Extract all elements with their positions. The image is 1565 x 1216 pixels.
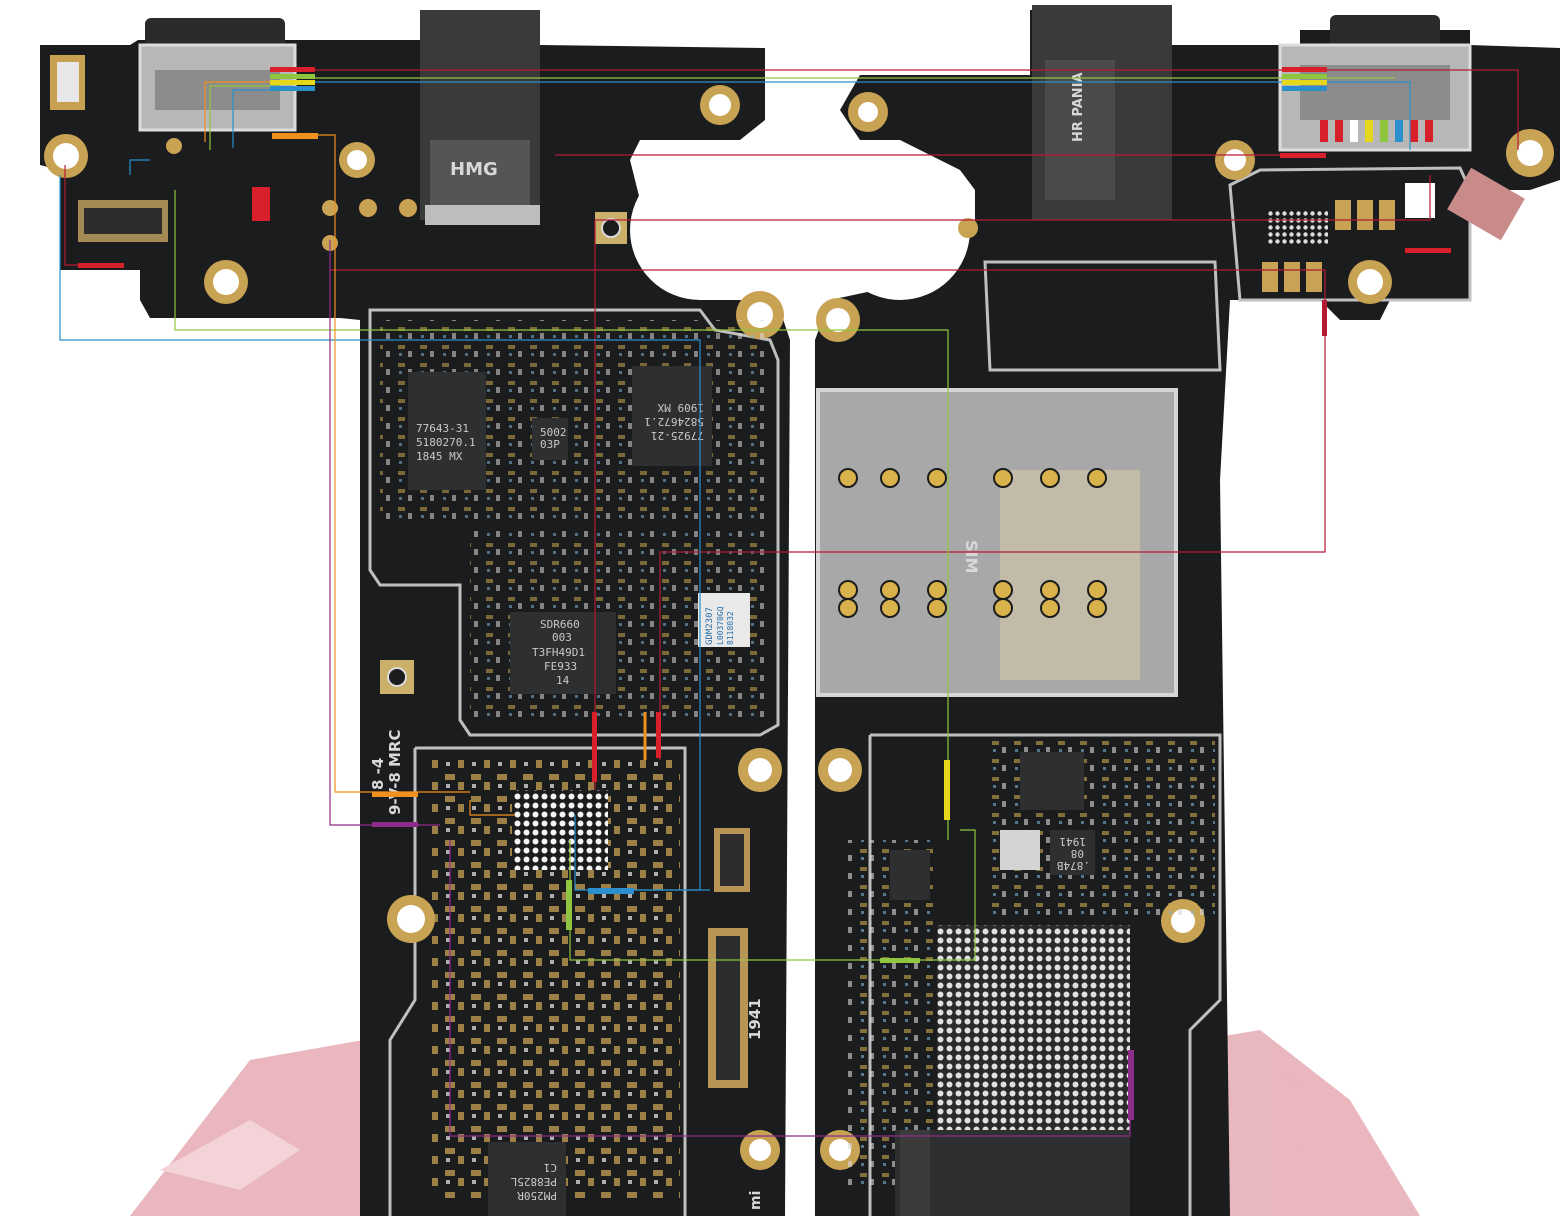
- pmic-line-3: C1: [544, 1161, 557, 1174]
- trace-label-bar: [588, 888, 634, 894]
- left-board: HMG 77643-31 5180270.1 1845 MX 77925-21 …: [40, 10, 790, 1216]
- trace-red: [330, 269, 1326, 760]
- trace-label-bar: [656, 712, 661, 758]
- trace-label-bar: [566, 880, 572, 930]
- label-line-3: 8118032: [726, 611, 735, 645]
- board-date-text: 1941: [746, 998, 764, 1040]
- board-revision-text: 9-V-8 MRC: [386, 730, 404, 815]
- right-chip-line-3: 1941: [1060, 835, 1087, 848]
- chip-c-line-1: 5002: [540, 426, 567, 439]
- trace-blue: [129, 159, 150, 175]
- trace-label-bar: [272, 133, 318, 139]
- left-jack-label: HMG: [450, 159, 498, 180]
- right-chip-line-1: .874B: [1057, 859, 1090, 872]
- trace-blue: [270, 81, 1411, 150]
- trace-label-bar: [1322, 300, 1327, 336]
- trace-green: [174, 190, 949, 840]
- trace-label-bar: [270, 67, 315, 72]
- sdr-line-2: 003: [552, 631, 572, 644]
- chip-c-line-2: 03P: [540, 438, 560, 451]
- chip-a-line-3: 1845 MX: [416, 450, 463, 463]
- sim-label: SIM: [962, 540, 981, 573]
- trace-label-bar: [270, 86, 315, 91]
- sdr-line-4: FE933: [544, 660, 577, 673]
- trace-blue: [574, 815, 710, 891]
- sdr-line-3: T3FH49D1: [532, 646, 585, 659]
- label-line-1: GDM2307: [705, 607, 715, 645]
- rf-chip-b: 77925-21 5824672.1 1909 MX: [632, 366, 712, 466]
- trace-label-bar: [372, 822, 418, 827]
- trace-label-bar: [1282, 67, 1327, 72]
- trace-green: [209, 85, 280, 150]
- small-chip-c: 5002 03P: [532, 418, 568, 460]
- right-jack-label: HR PANIA: [1071, 72, 1086, 142]
- trace-orange: [204, 81, 300, 142]
- trace-orange: [469, 800, 515, 816]
- trace-label-bar: [944, 760, 950, 820]
- trace-red: [595, 175, 1431, 221]
- trace-label-bar: [1128, 1050, 1134, 1120]
- trace-red: [270, 69, 1519, 150]
- board-digits-text: 8 -4: [369, 758, 387, 790]
- right-small-chip: .874B 08 1941: [1050, 830, 1095, 875]
- pmic-line-2: PE8825L: [510, 1175, 557, 1188]
- trace-label-bar: [372, 792, 418, 797]
- chip-b-line-3: 1909 MX: [657, 401, 704, 414]
- serial-label: GDM2307 L00370GQ 8118032: [698, 593, 750, 647]
- trace-label-bar: [78, 263, 124, 268]
- chip-b-line-1: 77925-21: [651, 429, 704, 442]
- chip-a-line-1: 77643-31: [416, 422, 469, 435]
- trace-label-bar: [270, 80, 315, 85]
- trace-label-bar: [1405, 248, 1451, 253]
- sdr-chip: SDR660 003 T3FH49D1 FE933 14: [510, 612, 616, 694]
- pmic-chip: PM250R PE8825L C1: [488, 1142, 566, 1216]
- pmic-line-1: PM250R: [517, 1189, 557, 1202]
- rf-chip-a: 77643-31 5180270.1 1845 MX: [408, 372, 486, 490]
- sdr-line-5: 14: [556, 674, 570, 687]
- usb-pins: [1320, 120, 1433, 142]
- label-line-2: L00370GQ: [716, 606, 725, 645]
- sim-tray: SIM: [816, 388, 1178, 697]
- chip-a-line-2: 5180270.1: [416, 436, 476, 449]
- chip-b-line-2: 5824672.1: [644, 415, 704, 428]
- trace-label-bar: [1282, 86, 1327, 91]
- sdr-line-1: SDR660: [540, 618, 580, 631]
- trace-label-bar: [1282, 74, 1327, 79]
- mi-logo: mi: [748, 1191, 764, 1210]
- trace-label-bar: [592, 712, 597, 782]
- trace-label-bar: [270, 74, 315, 79]
- trace-overlay: [59, 67, 1519, 1137]
- trace-label-bar: [1282, 80, 1327, 85]
- trace-label-bar: [880, 958, 920, 963]
- right-board: HR PANIA SIM: [815, 5, 1560, 1216]
- right-chip-line-2: 08: [1071, 847, 1084, 860]
- trace-label-bar: [1280, 153, 1326, 158]
